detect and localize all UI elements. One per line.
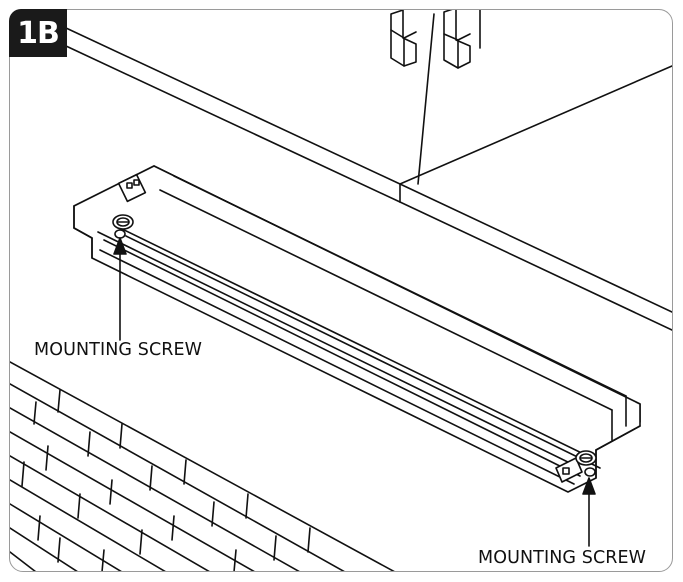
brick-wall bbox=[10, 361, 396, 571]
step-badge: 1B bbox=[9, 9, 67, 57]
mounting-screw-left-icon bbox=[112, 214, 134, 239]
cabinet-outline bbox=[65, 13, 672, 331]
cabinet-blocks bbox=[390, 10, 481, 69]
callout-arrows bbox=[113, 237, 596, 547]
callout-label-right: MOUNTING SCREW bbox=[478, 548, 647, 568]
light-fixture bbox=[73, 165, 641, 493]
callout-label-left: MOUNTING SCREW bbox=[34, 340, 203, 360]
mounting-screw-right-icon bbox=[575, 450, 597, 477]
